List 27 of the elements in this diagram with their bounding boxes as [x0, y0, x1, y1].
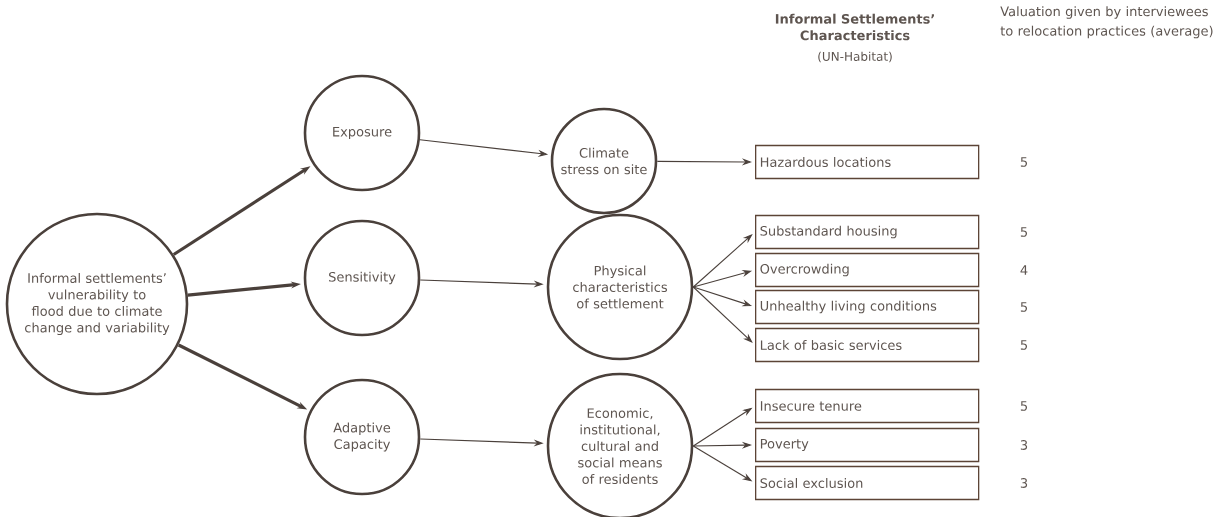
circle-node: Physical characteristics of settlement: [546, 213, 694, 361]
score-value: 5: [1020, 340, 1027, 350]
characteristic-box: Hazardous locations: [755, 144, 980, 180]
circle-node: Informal settlements’ vulnerability to flood due to climate change and variability: [5, 212, 189, 396]
circle-node: Climate stress on site: [550, 107, 658, 215]
score-value: 3: [1020, 478, 1028, 488]
characteristic-box: Lack of basic services: [755, 327, 980, 363]
characteristic-box: Social exclusion: [755, 465, 980, 501]
circle-node: Sensitivity: [303, 219, 421, 337]
characteristic-box: Substandard housing: [755, 214, 980, 250]
score-value: 5: [1020, 227, 1027, 237]
score-value: 3: [1020, 440, 1028, 450]
circle-node: Adaptive Capacity: [303, 378, 421, 496]
score-value: 5: [1020, 401, 1027, 411]
column-subheading: (UN-Habitat): [818, 51, 892, 63]
arrow: [692, 234, 753, 288]
column-heading: Valuation given by interviewees to relocation practices (average): [1000, 6, 1213, 39]
characteristic-box: Poverty: [755, 427, 980, 463]
column-heading: Informal Settlements’ Characteristics: [775, 13, 934, 41]
arrow: [692, 286, 753, 343]
characteristic-box: Insecure tenure: [755, 388, 980, 424]
characteristic-box: Unhealthy living conditions: [755, 289, 980, 325]
score-value: 5: [1020, 157, 1027, 167]
score-value: 4: [1020, 265, 1028, 275]
circle-node: Exposure: [303, 74, 421, 192]
characteristic-box: Overcrowding: [755, 252, 980, 288]
score-value: 5: [1020, 302, 1027, 312]
